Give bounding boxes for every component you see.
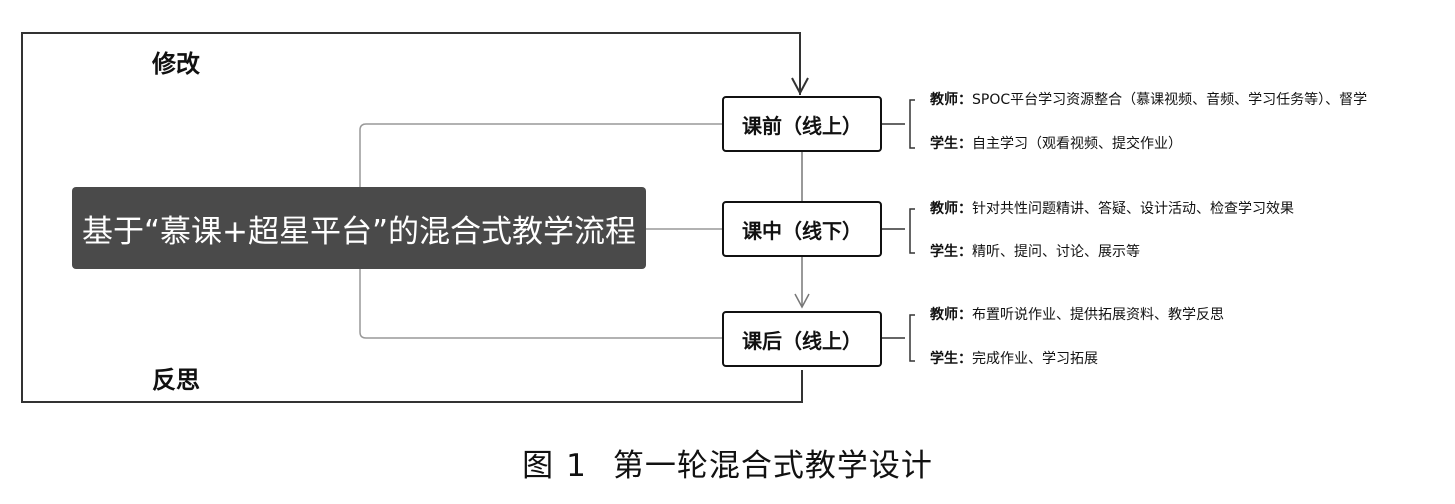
stage-box-pre: 课前（线上） bbox=[722, 96, 882, 152]
loop-frame bbox=[21, 32, 803, 403]
role-label: 教师： bbox=[930, 307, 972, 323]
detail-text: 精听、提问、讨论、展示等 bbox=[972, 244, 1140, 260]
detail-post-teacher: 教师：布置听说作业、提供拓展资料、教学反思 bbox=[930, 306, 1224, 324]
flow-arrowhead bbox=[794, 293, 810, 309]
role-label: 教师： bbox=[930, 201, 972, 217]
loop-top-label: 修改 bbox=[152, 50, 200, 78]
branch-to-post bbox=[359, 269, 722, 339]
loop-arrowhead-top bbox=[791, 77, 809, 96]
detail-pre-teacher: 教师：SPOC平台学习资源整合（慕课视频、音频、学习任务等）、督学 bbox=[930, 91, 1367, 109]
detail-mid-teacher: 教师：针对共性问题精讲、答疑、设计活动、检查学习效果 bbox=[930, 200, 1294, 218]
role-label: 学生： bbox=[930, 351, 972, 367]
central-process-label: 基于“慕课+超星平台”的混合式教学流程 bbox=[81, 213, 637, 250]
role-label: 学生： bbox=[930, 136, 972, 152]
caption-figure: 图 bbox=[522, 448, 555, 484]
caption-number: 1 bbox=[566, 448, 587, 484]
branch-to-pre bbox=[359, 123, 722, 187]
detail-text: SPOC平台学习资源整合（慕课视频、音频、学习任务等）、督学 bbox=[972, 92, 1368, 108]
detail-pre-student: 学生：自主学习（观看视频、提交作业） bbox=[930, 135, 1182, 153]
stage-label: 课后（线上） bbox=[742, 328, 862, 353]
stage-label: 课前（线上） bbox=[742, 113, 862, 138]
bracket-mid bbox=[882, 208, 915, 254]
stage-box-post: 课后（线上） bbox=[722, 311, 882, 367]
detail-text: 布置听说作业、提供拓展资料、教学反思 bbox=[972, 307, 1224, 323]
role-label: 教师： bbox=[930, 92, 972, 108]
bracket-pre bbox=[882, 99, 915, 149]
loop-bottom-label: 反思 bbox=[152, 366, 200, 394]
bracket-post bbox=[882, 314, 915, 362]
stage-box-mid: 课中（线下） bbox=[722, 201, 882, 257]
role-label: 学生： bbox=[930, 244, 972, 260]
detail-post-student: 学生：完成作业、学习拓展 bbox=[930, 350, 1098, 368]
detail-mid-student: 学生：精听、提问、讨论、展示等 bbox=[930, 243, 1140, 261]
detail-text: 完成作业、学习拓展 bbox=[972, 351, 1098, 367]
stage-label: 课中（线下） bbox=[742, 218, 862, 243]
caption-title: 第一轮混合式教学设计 bbox=[612, 448, 933, 484]
central-process-box: 基于“慕课+超星平台”的混合式教学流程 bbox=[72, 187, 646, 269]
detail-text: 针对共性问题精讲、答疑、设计活动、检查学习效果 bbox=[972, 201, 1294, 217]
detail-text: 自主学习（观看视频、提交作业） bbox=[972, 136, 1182, 152]
